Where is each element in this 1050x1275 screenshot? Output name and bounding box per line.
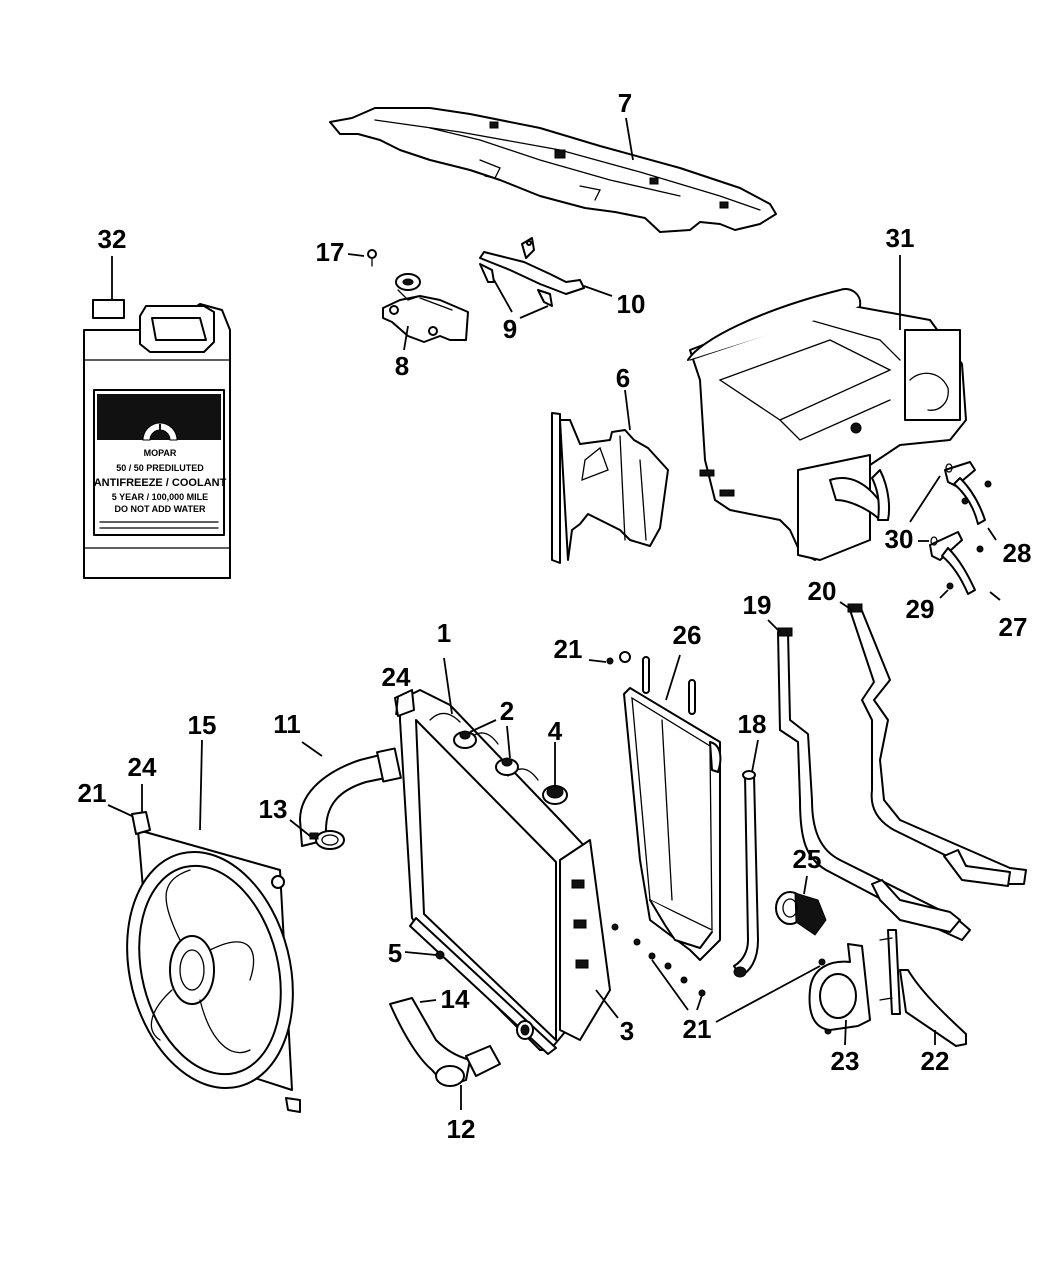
antifreeze-coolant-jug[interactable]: MOPAR 50 / 50 PREDILUTED ANTIFREEZE / CO… <box>83 299 231 579</box>
bracket-9[interactable] <box>479 263 553 307</box>
fan-shroud-assembly[interactable] <box>103 811 316 1113</box>
callout-28[interactable]: 28 <box>1003 538 1032 568</box>
callout-15[interactable]: 15 <box>188 710 217 740</box>
callout-27[interactable]: 27 <box>999 612 1028 642</box>
callout-32[interactable]: 32 <box>98 224 127 254</box>
callout-21-fan[interactable]: 21 <box>78 778 107 808</box>
callout-18[interactable]: 18 <box>738 709 767 739</box>
power-inverter-module[interactable] <box>687 288 967 561</box>
callout-11[interactable]: 11 <box>273 709 301 739</box>
radiator-cap-port[interactable] <box>453 730 519 776</box>
callout-10[interactable]: 10 <box>617 289 646 319</box>
auxiliary-coolant-pump[interactable] <box>775 891 827 936</box>
callout-8[interactable]: 8 <box>395 351 409 381</box>
coolant-hose-20[interactable] <box>847 603 1027 887</box>
callout-14[interactable]: 14 <box>441 984 470 1014</box>
upper-crossmember-cover[interactable] <box>329 107 777 233</box>
callout-23[interactable]: 23 <box>831 1046 860 1076</box>
callout-4[interactable]: 4 <box>548 716 563 746</box>
jug-brand: MOPAR <box>144 448 177 458</box>
callout-3[interactable]: 3 <box>620 1016 634 1046</box>
jug-line-4: DO NOT ADD WATER <box>115 504 206 514</box>
callout-13[interactable]: 13 <box>259 794 288 824</box>
callout-17[interactable]: 17 <box>316 237 345 267</box>
radiator[interactable] <box>394 689 611 1055</box>
callout-22[interactable]: 22 <box>921 1046 950 1076</box>
callout-26[interactable]: 26 <box>673 620 702 650</box>
callout-5[interactable]: 5 <box>388 938 402 968</box>
callout-19[interactable]: 19 <box>743 590 772 620</box>
upper-isolator-bracket[interactable] <box>382 273 469 343</box>
callout-20[interactable]: 20 <box>808 576 837 606</box>
callout-31[interactable]: 31 <box>886 223 915 253</box>
support-bracket-10[interactable] <box>479 237 585 295</box>
callout-9[interactable]: 9 <box>503 314 517 344</box>
callout-25[interactable]: 25 <box>793 844 822 874</box>
upper-radiator-hose[interactable] <box>299 747 402 847</box>
jug-line-2: ANTIFREEZE / COOLANT <box>94 477 227 489</box>
jug-line-1: 50 / 50 PREDILUTED <box>116 463 204 473</box>
air-deflector[interactable] <box>551 412 669 564</box>
bracket-22[interactable] <box>879 929 967 1047</box>
callout-30[interactable]: 30 <box>885 524 914 554</box>
coolant-tube-28[interactable] <box>944 461 992 525</box>
callout-29[interactable]: 29 <box>906 594 935 624</box>
callout-24-fan[interactable]: 24 <box>128 752 157 782</box>
o-ring-30[interactable] <box>930 463 953 546</box>
callouts: 7 32 17 8 9 10 6 31 30 28 29 27 20 19 26… <box>78 88 1032 1144</box>
callout-24-radiator[interactable]: 24 <box>382 662 411 692</box>
hose-clamp-13[interactable] <box>309 830 345 850</box>
bolt-17[interactable] <box>367 249 377 267</box>
callout-21-bottom[interactable]: 21 <box>683 1014 712 1044</box>
pump-bracket[interactable] <box>808 943 871 1031</box>
coolant-hose-19[interactable] <box>777 627 971 941</box>
bolt-29[interactable] <box>946 582 954 590</box>
callout-12[interactable]: 12 <box>447 1114 476 1144</box>
callout-7[interactable]: 7 <box>618 88 632 118</box>
radiator-cap[interactable] <box>542 785 568 805</box>
leader-lines <box>107 117 1001 1110</box>
coolant-tube-27[interactable] <box>929 531 984 595</box>
coolant-hose-18[interactable] <box>733 770 759 978</box>
auxiliary-radiator[interactable] <box>623 656 722 961</box>
jug-line-3: 5 YEAR / 100,000 MILE <box>112 492 208 502</box>
drain-cock[interactable] <box>435 950 445 960</box>
lower-radiator-hose[interactable] <box>389 997 501 1087</box>
callout-1[interactable]: 1 <box>437 618 451 648</box>
callout-21-top[interactable]: 21 <box>554 634 583 664</box>
callout-6[interactable]: 6 <box>616 363 630 393</box>
callout-2[interactable]: 2 <box>500 696 514 726</box>
